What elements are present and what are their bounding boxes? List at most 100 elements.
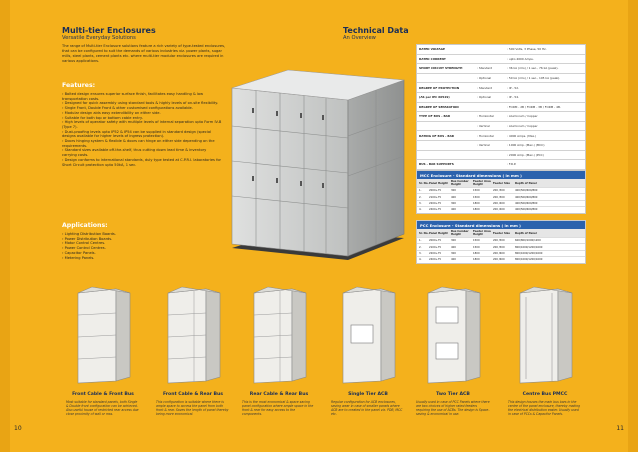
column-header: Sr. No. <box>419 181 429 185</box>
feature-item: Dust-proofing levels upto IP52 & IP54 ca… <box>62 130 222 139</box>
table-cell: 400/500/600/800 <box>515 189 538 193</box>
column-header: Feeder Size <box>493 181 511 185</box>
spec-row: : 2000 Amp. (Max.) (PCC) <box>417 151 585 161</box>
column-header: Depth of Panel <box>515 231 537 235</box>
spec-key: RATING OF BUS - BAR <box>419 133 455 138</box>
configuration-title: Front Cable & Rear Bus <box>162 392 224 397</box>
table-cell: 4. <box>419 258 422 262</box>
configuration-title: Single Tier ACB <box>348 392 388 397</box>
spec-value: : FORM - 2B / FORM - 3B / FORM - 4B. <box>507 104 561 109</box>
feature-item: High levels of operator safety with mult… <box>62 120 222 129</box>
table-cell: 2. <box>419 195 422 199</box>
table-cell: 800/1000/1200/1600 <box>515 245 543 249</box>
table-cell: 1500 <box>473 239 480 243</box>
table-cell: 3. <box>419 251 422 255</box>
page-number-left: 10 <box>14 425 22 432</box>
table-cell: 1500 <box>473 189 480 193</box>
table-cell: 200 /500 <box>493 239 505 243</box>
feature-item: Designed for quick assembly using standa… <box>62 101 222 106</box>
table-cell: 2000+75 <box>429 189 442 193</box>
right-page-title: Technical Data <box>343 26 409 35</box>
configuration-title: Two Tier ACB <box>436 392 470 397</box>
spec-key: BUS - BAR SUPPORTS <box>419 162 454 167</box>
table-cell: 200 /400 <box>493 201 505 205</box>
table-cell: 400/500/600/800 <box>515 201 538 205</box>
table-cell: 200 /300 <box>493 189 505 193</box>
table-cell: 200 /400 <box>493 208 505 212</box>
panel-illustration <box>519 286 573 384</box>
spec-sub: : Optional <box>477 76 492 81</box>
column-header: Bus Cumber Height <box>451 230 469 236</box>
configuration-description: Regular configuration for ACB enclosures… <box>331 400 403 416</box>
spec-sub: : Optional <box>477 95 492 100</box>
table-cell: 3. <box>419 201 422 205</box>
application-item: Power Control Centres. <box>62 246 212 251</box>
feature-item: Standard sizes available off-the-shelf, … <box>62 148 222 157</box>
mcc-dimensions-table: MCC Enclosure - Standard dimensions ( in… <box>416 170 586 214</box>
spec-sub: : Horizontal <box>477 114 494 119</box>
spec-row: BUS - BAR SUPPORTS: F.R.P. <box>417 160 585 170</box>
spec-key: DEGREE OF SEPARATION <box>419 104 459 109</box>
spec-value: : upto 4000 Amps. <box>507 56 534 61</box>
spec-key: (AS per IEC 60529) <box>419 95 450 100</box>
panel-illustration <box>77 286 131 384</box>
table-cell: 2100+75 <box>429 195 442 199</box>
column-header: Feeder Area Height <box>473 180 491 186</box>
table-cell: 2200+75 <box>429 251 442 255</box>
table-cell: 1. <box>419 189 422 193</box>
feature-item: Doors hinging system & flexible & doors … <box>62 139 222 148</box>
feature-item: Design conforms to international standar… <box>62 158 222 167</box>
spec-key: TYPE OF BUS - BAR <box>419 114 451 119</box>
application-item: Lighting Distribution Boards. <box>62 232 212 237</box>
spec-value: : 1000 Amp. (Max.) (MCC) <box>507 143 545 148</box>
application-item: Motor Control Centres. <box>62 241 212 246</box>
table-cell: 300 <box>451 189 456 193</box>
spec-row: : Vertical : 1000 Amp. (Max.) (MCC) <box>417 141 585 151</box>
table-cell: 400 <box>451 208 456 212</box>
table-cell: 2000+75 <box>429 239 442 243</box>
left-page-subtitle: Versatile Everyday Solutions <box>62 35 136 41</box>
table-cell: 2400+75 <box>429 208 442 212</box>
table-cell: 1800 <box>473 201 480 205</box>
table-cell: 200 /300 <box>493 195 505 199</box>
spec-row: : Vertical : Aluminium / Copper <box>417 122 585 132</box>
configuration-title: Rear Cable & Rear Bus <box>249 392 309 397</box>
column-header: Depth of Panel <box>515 181 537 185</box>
intro-paragraph: The range of Multi-tier Enclosure soluti… <box>62 44 226 63</box>
application-item: Power Distribution Boards. <box>62 237 212 242</box>
spec-value: : Aluminium / Copper <box>507 124 538 129</box>
right-page-subtitle: An Overview <box>343 35 376 41</box>
table-cell: 2200+75 <box>429 201 442 205</box>
spec-row: RATED CURRENT: upto 4000 Amps. <box>417 55 585 65</box>
spec-key: DEGREE OF PROTECTION <box>419 85 460 90</box>
right-margin-strip <box>628 0 638 452</box>
spec-sub: : Vertical <box>477 143 490 148</box>
table-cell: 200 /500 <box>493 245 505 249</box>
spec-sub: : Vertical <box>477 124 490 129</box>
spec-key: SHORT CIRCUIT STRENGTH <box>419 66 463 71</box>
feature-item: Single Front, Double Front & other custo… <box>62 106 222 111</box>
spec-value: : 50 kA (rms) / 1 sec., 105 kA (peak). <box>507 76 561 81</box>
column-header: Sr. No. <box>419 231 429 235</box>
spec-sub: : Horizontal <box>477 133 494 138</box>
table-cell: 1800 <box>473 208 480 212</box>
left-margin-strip <box>0 0 10 452</box>
enclosure-photo <box>231 69 405 260</box>
table-cell: 400 <box>451 195 456 199</box>
spec-sub: : Standard <box>477 66 493 71</box>
spec-row: SHORT CIRCUIT STRENGTH: Standard: 36 kA … <box>417 64 585 74</box>
spec-row: DEGREE OF PROTECTION: Standard: IP - 52. <box>417 83 585 93</box>
table-cell: 800/1000/1200/1600 <box>515 258 543 262</box>
spec-sub: : Standard <box>477 85 493 90</box>
application-item: Metering Panels. <box>62 256 212 261</box>
table-cell: 1800 <box>473 251 480 255</box>
spec-key: RATED VOLTAGE <box>419 47 445 52</box>
column-header: Bus Cumber Height <box>451 180 469 186</box>
spec-row: TYPE OF BUS - BAR: Horizontal: Aluminium… <box>417 112 585 122</box>
applications-list: Lighting Distribution Boards.Power Distr… <box>62 232 212 260</box>
